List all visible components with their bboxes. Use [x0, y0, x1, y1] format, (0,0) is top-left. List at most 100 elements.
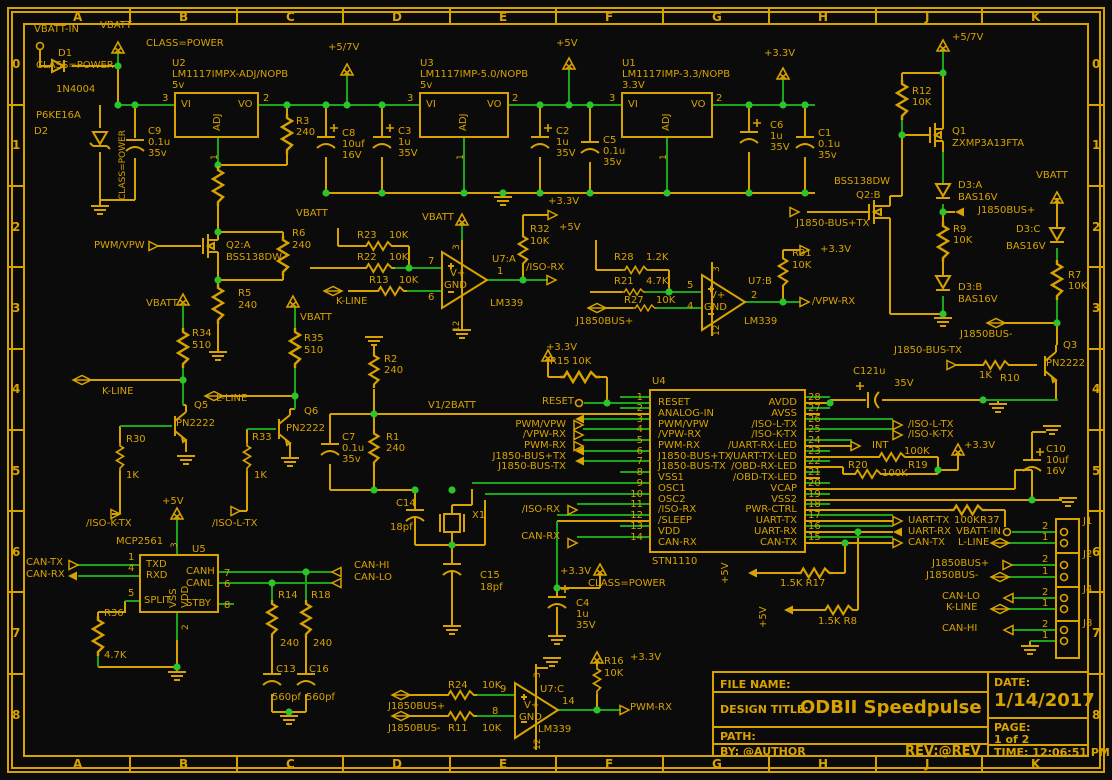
net-label: OSC2	[658, 494, 686, 505]
title-block-frame	[712, 671, 1089, 757]
net-label: Q1	[952, 126, 967, 137]
net-label: CAN-HI	[354, 560, 390, 571]
net-arrow-right	[799, 244, 811, 256]
power-arrow	[935, 38, 951, 52]
net-label: /ISO-RX	[658, 504, 697, 515]
net-label: J1850BUS+	[576, 316, 634, 327]
border-coordinate: K	[1031, 757, 1041, 771]
power-arrow	[110, 40, 126, 54]
net-label: 1	[456, 154, 466, 160]
net-label: BSS138DW	[226, 252, 283, 263]
resistor	[444, 690, 478, 700]
net-label: LM339	[490, 298, 524, 309]
capacitor	[1022, 459, 1042, 472]
bjt-q3	[1044, 351, 1058, 384]
net-label: ADJ	[212, 113, 223, 132]
ic-u3-lm1117-5	[419, 92, 509, 138]
net-label: J1850BUS+	[388, 701, 446, 712]
net-label: 14	[562, 696, 575, 707]
net-arrow-left	[784, 605, 793, 615]
net-label: R18	[311, 590, 331, 601]
net-label: 100K	[882, 468, 908, 479]
net-label: 16V	[1046, 466, 1066, 477]
border-coordinate: 2	[1092, 220, 1101, 234]
net-label: 1	[659, 154, 669, 160]
net-label: Q3	[1063, 340, 1078, 351]
net-label: C14	[396, 498, 416, 509]
net-arrow-left-open	[330, 577, 342, 589]
net-label: TXD	[146, 559, 167, 570]
net-label: UART-TX	[908, 515, 950, 526]
power-arrow	[561, 56, 577, 70]
net-arrow-double	[390, 710, 412, 722]
capacitor	[795, 136, 815, 149]
net-label: VSS1	[658, 472, 684, 483]
resistor	[936, 220, 950, 264]
ic-bodies[interactable]	[51, 58, 1080, 750]
net-label: 100K	[904, 446, 930, 457]
net-label: 1u	[556, 137, 569, 148]
net-label: 16	[808, 521, 821, 532]
net-label: 21	[808, 467, 821, 478]
net-label: 8	[492, 706, 499, 717]
net-label: VBATT	[422, 212, 454, 223]
junction-dot	[854, 528, 862, 536]
net-label: R2	[384, 354, 398, 365]
net-label: /UART-RX-LED	[727, 440, 797, 451]
net-label: PWM/VPW	[658, 419, 709, 430]
net-label: UART-RX	[908, 526, 951, 537]
net-label: 5	[636, 435, 643, 446]
border-coordinate: 1	[1092, 138, 1101, 152]
opamp-u7b	[701, 262, 747, 336]
polarity-plus	[1036, 448, 1044, 456]
net-label: 2	[1042, 554, 1049, 565]
net-label: R20	[848, 460, 868, 471]
junction-dot	[536, 189, 544, 197]
opamp-u7c	[514, 664, 560, 750]
net-label: /ISO-L-TX	[212, 518, 258, 529]
net-label: /ISO-L-TX	[751, 419, 797, 430]
net-label: L-LINE	[216, 393, 248, 404]
net-label: 10K	[656, 295, 676, 306]
net-label: C5	[603, 135, 617, 146]
net-label: PWR-CTRL	[745, 504, 797, 515]
net-label: /ISO-K-TX	[908, 429, 954, 440]
net-label: X1	[472, 510, 486, 521]
resistor	[621, 265, 651, 275]
junction-dot	[370, 410, 378, 418]
net-label: /ISO-RX	[526, 262, 565, 273]
net-label: R24	[448, 680, 468, 691]
net-label: R10	[1000, 373, 1020, 384]
border-coordinate: 7	[1092, 626, 1101, 640]
net-label: 2	[716, 93, 723, 104]
capacitor	[296, 673, 316, 686]
border-coordinate: A	[73, 10, 83, 24]
net-label: 3	[712, 266, 722, 272]
net-label: 2	[1042, 521, 1049, 532]
net-label: 0.1u	[148, 137, 171, 148]
net-label: 4	[687, 301, 694, 312]
junction-dot	[460, 189, 468, 197]
net-label: ZXMP3A13FTA	[952, 138, 1025, 149]
polarity-plus	[330, 124, 338, 132]
net-label: PWM/VPW	[515, 419, 566, 430]
net-label: R30	[126, 434, 146, 445]
ground-symbol	[1043, 425, 1061, 435]
net-label: 10K	[530, 236, 550, 247]
net-arrow-left	[575, 446, 584, 456]
net-arrow-right	[546, 274, 558, 286]
border-coordinate: E	[499, 10, 508, 24]
net-label: R11	[448, 723, 468, 734]
border-coordinate: G	[712, 10, 722, 24]
border-coordinate: 0	[12, 57, 21, 71]
net-label: U7:B	[748, 276, 772, 287]
net-arrow-right	[619, 704, 631, 716]
net-label: R34	[192, 328, 212, 339]
net-label: 20	[808, 478, 821, 489]
ground-symbol	[1021, 645, 1039, 655]
net-label: 1N4004	[56, 84, 96, 95]
net-label: +5V	[720, 562, 731, 584]
junction-dot	[801, 101, 809, 109]
net-label: +5/7V	[952, 32, 984, 43]
